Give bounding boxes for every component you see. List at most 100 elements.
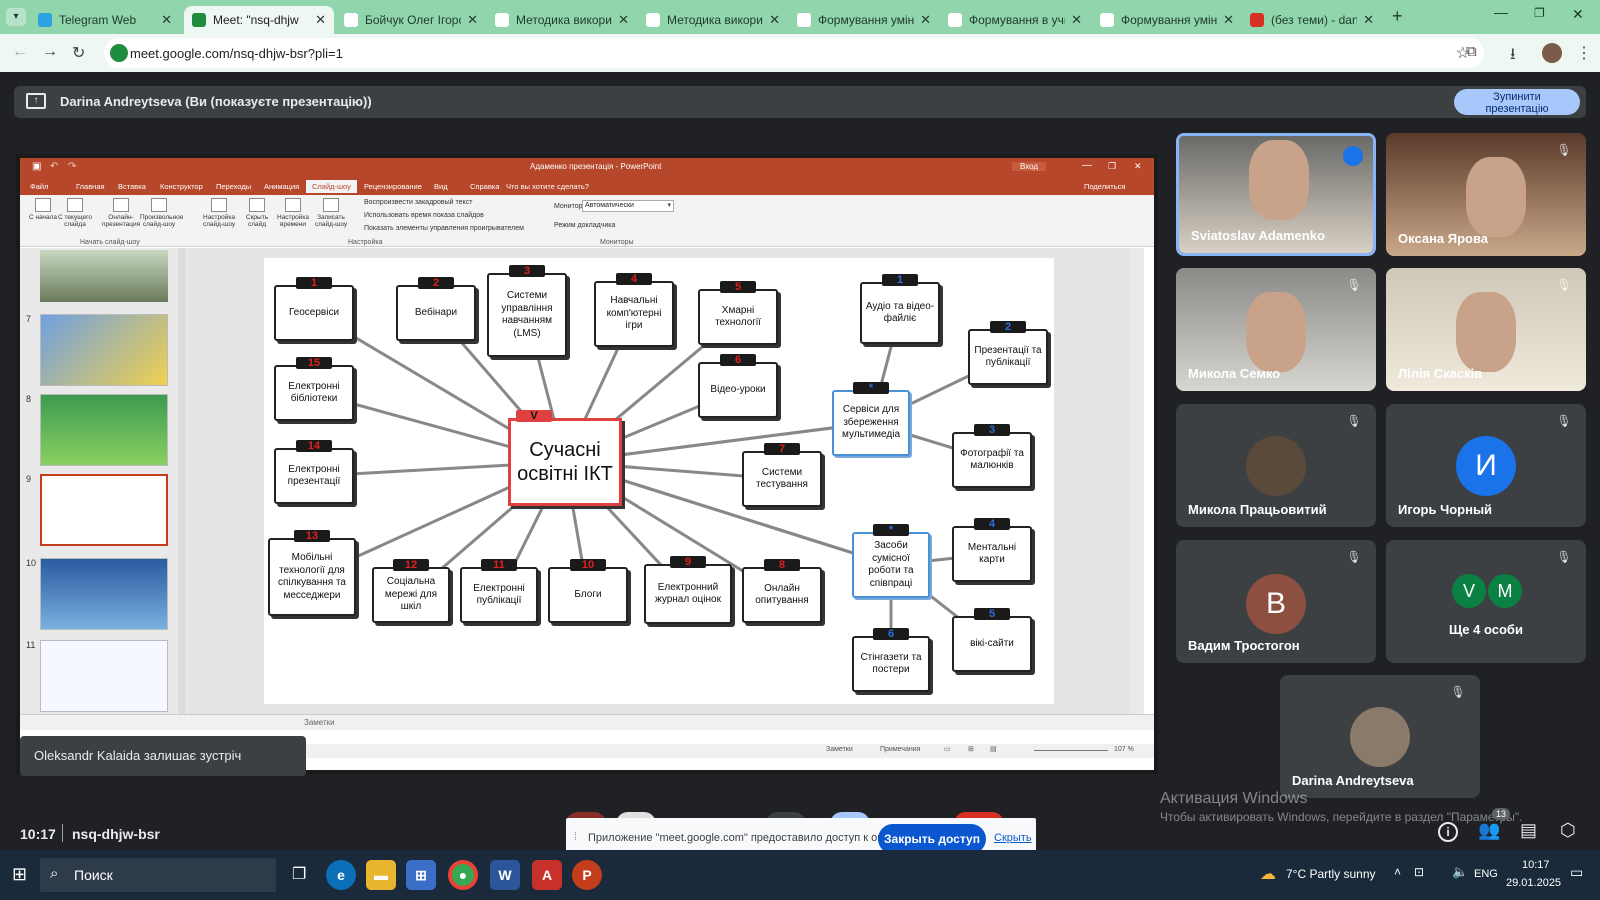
stop-presenting-button[interactable]: Зупинити презентацію xyxy=(1454,89,1580,115)
new-tab-button[interactable]: + xyxy=(1392,6,1403,26)
undo-icon[interactable]: ↶ xyxy=(50,161,59,172)
reload-icon[interactable]: ↻ xyxy=(72,45,86,62)
notes-pane[interactable]: Заметки xyxy=(20,714,1154,730)
hide-button[interactable]: Скрыть xyxy=(994,832,1032,844)
tab-close-icon[interactable]: ✕ xyxy=(467,12,478,27)
tab-2[interactable]: Бойчук Олег Ігорови✕ xyxy=(336,6,486,34)
tab-close-icon[interactable]: ✕ xyxy=(1223,12,1234,27)
ribbon-button-4[interactable]: Настройка слайд-шоу xyxy=(200,198,238,228)
clock-date[interactable]: 29.01.2025 xyxy=(1506,877,1562,889)
ribbon-button-5[interactable]: Скрыть слайд xyxy=(238,198,276,228)
back-icon[interactable]: ← xyxy=(12,43,28,60)
status-comments-button[interactable]: Примечания xyxy=(880,746,921,753)
notification-icon[interactable]: ▭ xyxy=(1570,864,1584,880)
slide-thumbnail[interactable] xyxy=(40,640,168,712)
participant-tile[interactable]: 🎙Микола Семко xyxy=(1176,268,1376,391)
tab-search-icon[interactable]: ▾ xyxy=(6,8,26,26)
ppt-minimize-icon[interactable]: — xyxy=(1082,160,1092,171)
tab-close-icon[interactable]: ✕ xyxy=(618,12,629,27)
ribbon-button-2[interactable]: Онлайн-презентация xyxy=(102,198,140,228)
drag-handle-icon[interactable]: ⁞ xyxy=(574,831,578,843)
close-window-button[interactable]: ✕ xyxy=(1572,6,1584,22)
tray-chevron-icon[interactable]: ˄ xyxy=(1394,865,1402,879)
powerpoint-icon[interactable]: P xyxy=(572,860,602,890)
tab-6[interactable]: Формування в учні✕ xyxy=(940,6,1090,34)
tab-close-icon[interactable]: ✕ xyxy=(1071,12,1082,27)
status-notes-button[interactable]: Заметки xyxy=(826,746,853,753)
ribbon-tab-7[interactable]: Рецензирование xyxy=(364,182,422,191)
ribbon-button-6[interactable]: Настройка времени xyxy=(274,198,312,228)
ribbon-tab-9[interactable]: Справка xyxy=(470,182,500,191)
word-icon[interactable]: W xyxy=(490,860,520,890)
forward-icon[interactable]: → xyxy=(42,43,58,60)
tab-5[interactable]: Формування умінь у✕ xyxy=(789,6,939,34)
bookmark-star-icon[interactable]: ☆ xyxy=(1455,45,1470,62)
clock-time[interactable]: 10:17 xyxy=(1522,859,1550,871)
weather-icon[interactable]: ☁ xyxy=(1260,866,1276,883)
participant-tile[interactable]: 🎙Оксана Ярова xyxy=(1386,133,1586,256)
network-icon[interactable]: ⊡ xyxy=(1414,865,1425,879)
slide-thumbnail[interactable] xyxy=(40,394,168,466)
minimize-button[interactable]: — xyxy=(1494,4,1508,20)
ribbon-tab-5[interactable]: Анимация xyxy=(264,182,300,191)
stop-sharing-button[interactable]: Закрыть доступ xyxy=(878,824,986,854)
volume-icon[interactable]: 🔈 xyxy=(1452,864,1469,879)
restore-button[interactable]: ❐ xyxy=(1534,6,1545,20)
view-normal-icon[interactable]: ▭ xyxy=(944,746,951,753)
slide-thumbnail[interactable] xyxy=(40,558,168,630)
participant-tile[interactable]: 🎙Лілія Скасків xyxy=(1386,268,1586,391)
extensions-icon[interactable]: ⧉ xyxy=(1466,43,1477,60)
slide-thumbnail[interactable] xyxy=(40,314,168,386)
tab-4[interactable]: Методика використ✕ xyxy=(638,6,788,34)
store-icon[interactable]: ⊞ xyxy=(406,860,436,890)
ribbon-tab-1[interactable]: Главная xyxy=(76,182,105,191)
edge-icon[interactable]: e xyxy=(326,860,356,890)
url-field[interactable]: meet.google.com/nsq-dhjw-bsr?pli=1 ☆ xyxy=(104,38,1484,68)
ppt-restore-icon[interactable]: ❐ xyxy=(1108,161,1117,171)
language-indicator[interactable]: ENG xyxy=(1474,868,1498,880)
tab-3[interactable]: Методика використ✕ xyxy=(487,6,637,34)
task-view-icon[interactable]: ❐ xyxy=(292,866,307,883)
tab-8[interactable]: (без теми) - dandrej✕ xyxy=(1242,6,1382,34)
weather-text[interactable]: 7°C Partly sunny xyxy=(1286,867,1376,881)
ribbon-button-0[interactable]: С начала xyxy=(24,198,62,221)
chat-icon[interactable]: ▤ xyxy=(1520,820,1538,840)
save-icon[interactable]: ▣ xyxy=(32,161,42,172)
menu-icon[interactable]: ⋮ xyxy=(1576,45,1592,62)
ribbon-checkbox-2[interactable]: Показать элементы управления проигрывате… xyxy=(364,225,524,232)
tab-close-icon[interactable]: ✕ xyxy=(161,12,172,27)
share-button[interactable]: Поделиться xyxy=(1084,182,1126,191)
tab-1[interactable]: Meet: "nsq-dhjw✕ xyxy=(184,6,334,34)
ribbon-tab-2[interactable]: Вставка xyxy=(118,182,146,191)
view-sorter-icon[interactable]: ⊞ xyxy=(968,746,974,753)
pdf-icon[interactable]: A xyxy=(532,860,562,890)
view-reading-icon[interactable]: ▤ xyxy=(990,746,997,753)
info-icon[interactable]: i xyxy=(1438,822,1458,842)
participant-tile[interactable]: B🎙Вадим Тростогон xyxy=(1176,540,1376,663)
monitor-select[interactable]: Автоматически ▾ xyxy=(582,200,674,212)
editor-scrollbar[interactable] xyxy=(1130,248,1144,714)
zoom-slider[interactable] xyxy=(1034,750,1108,751)
site-info-icon[interactable] xyxy=(110,44,128,62)
ribbon-tab-8[interactable]: Вид xyxy=(434,182,448,191)
participant-tile[interactable]: 🎙Микола Працьовитий xyxy=(1176,404,1376,527)
ribbon-button-1[interactable]: С текущего слайда xyxy=(56,198,94,228)
ribbon-checkbox-0[interactable]: Воспроизвести закадровый текст xyxy=(364,199,473,206)
ribbon-tab-6[interactable]: Слайд-шоу xyxy=(306,180,357,193)
participant-tile[interactable]: 🎙Darina Andreytseva xyxy=(1280,675,1480,798)
file-explorer-icon[interactable]: ▬ xyxy=(366,860,396,890)
ribbon-tab-3[interactable]: Конструктор xyxy=(160,182,203,191)
ribbon-tab-4[interactable]: Переходы xyxy=(216,182,252,191)
people-icon[interactable]: 👥 xyxy=(1478,820,1501,840)
redo-icon[interactable]: ↷ xyxy=(68,161,77,172)
profile-avatar[interactable] xyxy=(1542,43,1562,63)
tab-close-icon[interactable]: ✕ xyxy=(1363,12,1374,27)
tell-me-field[interactable]: Что вы хотите сделать? xyxy=(506,182,589,191)
slide-thumbnail[interactable] xyxy=(40,474,168,546)
thumb-scrollbar[interactable] xyxy=(178,248,186,714)
thumb-partial[interactable] xyxy=(40,250,168,302)
presenter-view-checkbox[interactable]: Режим докладчика xyxy=(554,222,616,229)
taskbar-search[interactable]: ⌕ Поиск xyxy=(40,858,276,892)
participant-tile[interactable]: Sviatoslav Adamenko xyxy=(1176,133,1376,256)
